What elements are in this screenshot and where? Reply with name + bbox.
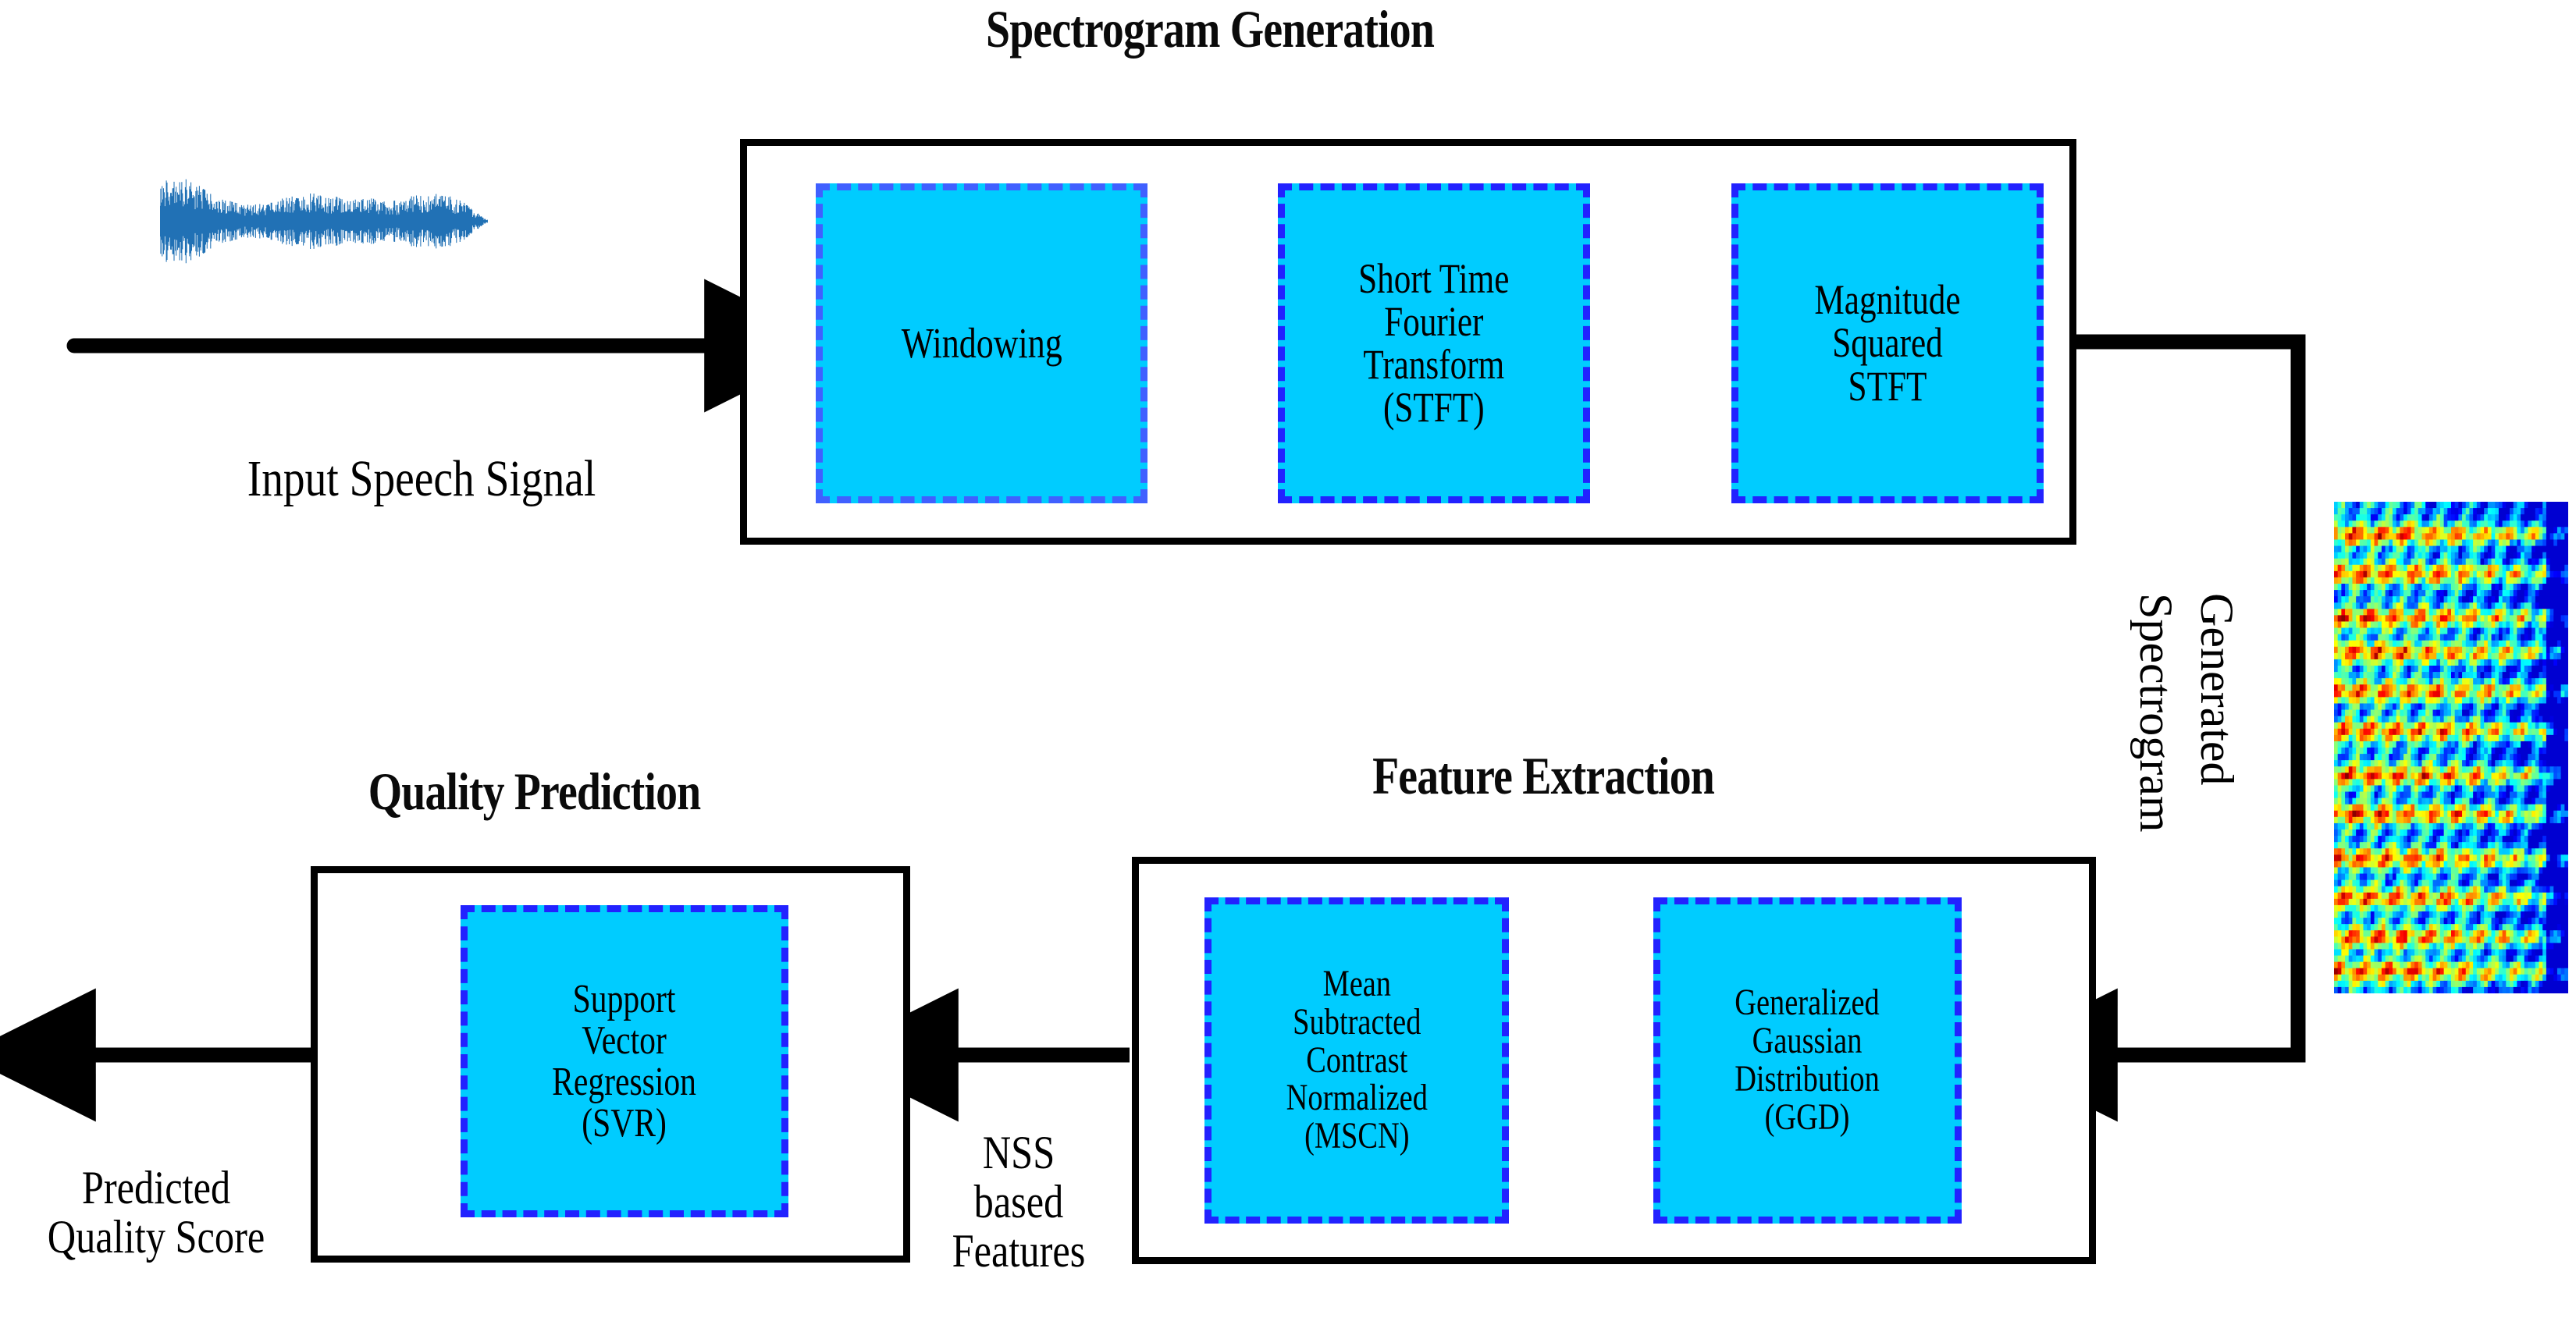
block-support-vector-regression[interactable]: Support Vector Regression (SVR): [461, 905, 788, 1217]
block-magnitude-squared-stft-label: Magnitude Squared STFT: [1814, 279, 1960, 407]
block-magnitude-squared-stft[interactable]: Magnitude Squared STFT: [1731, 183, 2044, 503]
block-ggd[interactable]: Generalized Gaussian Distribution (GGD): [1653, 897, 1962, 1224]
generated-spectrogram-label-spectrogram: Spectrogram: [2133, 593, 2179, 833]
generated-spectrogram-label-generated: Generated: [2194, 593, 2240, 786]
block-mscn[interactable]: Mean Subtracted Contrast Normalized (MSC…: [1204, 897, 1509, 1224]
nss-based-features-label: NSS based Features: [902, 1079, 1136, 1325]
block-short-time-fourier-transform[interactable]: Short Time Fourier Transform (STFT): [1278, 183, 1590, 503]
block-mscn-label: Mean Subtracted Contrast Normalized (MSC…: [1286, 965, 1427, 1156]
section-title-quality-prediction: Quality Prediction: [368, 761, 701, 822]
block-windowing-label: Windowing: [902, 321, 1062, 365]
block-svr-label: Support Vector Regression (SVR): [553, 979, 697, 1144]
speech-waveform-icon: [160, 169, 488, 274]
block-ggd-label: Generalized Gaussian Distribution (GGD): [1735, 984, 1880, 1137]
block-stft-label: Short Time Fourier Transform (STFT): [1358, 258, 1509, 429]
section-title-feature-extraction: Feature Extraction: [1372, 745, 1714, 807]
arrow-generated-spectrogram: [2073, 342, 2298, 1055]
input-speech-signal-label: Input Speech Signal: [117, 398, 726, 560]
block-windowing[interactable]: Windowing: [816, 183, 1147, 503]
predicted-quality-score-label: Predicted Quality Score: [0, 1114, 312, 1311]
spectrogram-image-icon: [2334, 502, 2568, 993]
section-title-spectrogram-generation: Spectrogram Generation: [986, 0, 1434, 60]
